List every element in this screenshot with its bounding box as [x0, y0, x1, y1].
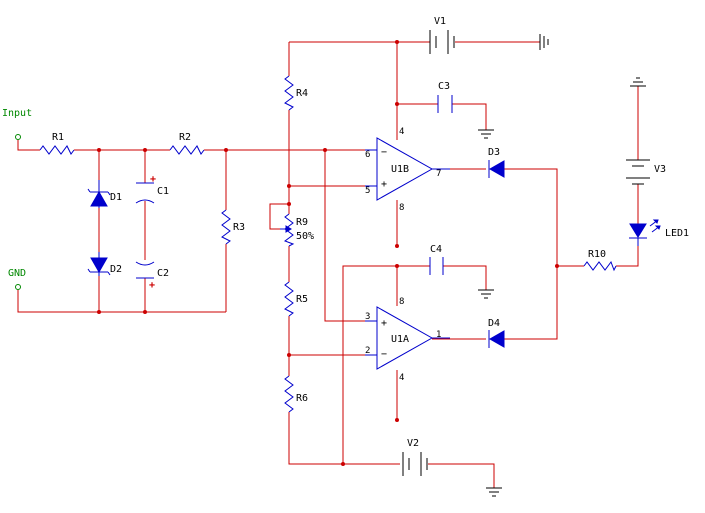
c1-label: C1: [157, 186, 169, 197]
ground-v2: [486, 487, 502, 497]
c3-label: C3: [438, 81, 450, 92]
zener-diode-d1[interactable]: D1: [87, 180, 122, 208]
ground-c3: [478, 129, 494, 139]
resistor-r1[interactable]: R1: [39, 132, 75, 155]
c4-label: C4: [430, 244, 442, 255]
v1-label: V1: [434, 16, 446, 27]
c2-label: C2: [157, 268, 169, 279]
junction-dots: [97, 40, 559, 466]
r9-label: R9: [296, 217, 308, 228]
r6-label: R6: [296, 393, 308, 404]
resistor-r2[interactable]: R2: [169, 132, 205, 155]
d3-label: D3: [488, 147, 500, 158]
u1b-minus: −: [381, 147, 387, 158]
u1b-pin8: 8: [399, 203, 404, 213]
d4-label: D4: [488, 318, 500, 329]
d2-label: D2: [110, 264, 122, 275]
led1[interactable]: LED1: [629, 219, 689, 246]
battery-v1[interactable]: V1: [429, 16, 455, 54]
gnd-terminal[interactable]: GND: [8, 268, 26, 290]
input-terminal[interactable]: Input: [2, 108, 32, 140]
d1-label: D1: [110, 192, 122, 203]
u1b-pin6: 6: [365, 150, 370, 160]
r2-label: R2: [179, 132, 191, 143]
u1a-pin3: 3: [365, 312, 370, 322]
diode-d4[interactable]: D4: [488, 318, 505, 348]
resistor-r6[interactable]: R6: [284, 375, 308, 413]
u1b-pin7: 7: [436, 169, 441, 179]
r10-label: R10: [588, 249, 606, 260]
ground-v3: [630, 77, 646, 87]
u1a-label: U1A: [391, 334, 409, 345]
u1a-pin4: 4: [399, 373, 404, 383]
capacitor-c2[interactable]: + C2: [135, 261, 169, 291]
r9-setting: 50%: [296, 231, 314, 242]
capacitor-c1[interactable]: + C1: [135, 174, 169, 204]
potentiometer-r9[interactable]: R9 50%: [280, 213, 314, 247]
resistor-r4[interactable]: R4: [284, 75, 308, 111]
u1b-plus: +: [381, 179, 387, 190]
capacitor-c3[interactable]: C3: [437, 81, 453, 113]
resistor-r5[interactable]: R5: [284, 281, 308, 317]
u1b-pin4: 4: [399, 127, 404, 137]
input-label: Input: [2, 108, 32, 119]
r5-label: R5: [296, 294, 308, 305]
resistor-r10[interactable]: R10: [583, 249, 617, 272]
r3-label: R3: [233, 222, 245, 233]
u1a-pin8: 8: [399, 297, 404, 307]
capacitor-c4[interactable]: C4: [429, 244, 444, 275]
battery-v2[interactable]: V2: [402, 438, 428, 476]
diode-d3[interactable]: D3: [488, 147, 505, 178]
resistor-r3[interactable]: R3: [221, 209, 245, 245]
ground-v1: [539, 34, 549, 50]
v3-label: V3: [654, 164, 666, 175]
r4-label: R4: [296, 88, 308, 99]
u1b-label: U1B: [391, 164, 409, 175]
u1a-pin1: 1: [436, 330, 441, 340]
r1-label: R1: [52, 132, 64, 143]
c1-polarity: +: [150, 174, 156, 185]
v2-label: V2: [407, 438, 419, 449]
wires: [17, 41, 639, 488]
opamp-u1b[interactable]: − + U1B 6 5 7 4 8: [365, 127, 450, 213]
u1a-minus: −: [381, 349, 387, 360]
battery-v3[interactable]: V3: [626, 159, 666, 185]
u1b-pin5: 5: [365, 186, 370, 196]
c2-polarity: +: [149, 280, 155, 291]
u1a-plus: +: [381, 318, 387, 329]
ground-c4: [478, 289, 494, 299]
gnd-label: GND: [8, 268, 26, 279]
zener-diode-d2[interactable]: D2: [87, 252, 122, 276]
u1a-pin2: 2: [365, 346, 370, 356]
led1-label: LED1: [665, 228, 689, 239]
opamp-u1a[interactable]: + − U1A 3 2 1 8 4: [365, 297, 450, 383]
